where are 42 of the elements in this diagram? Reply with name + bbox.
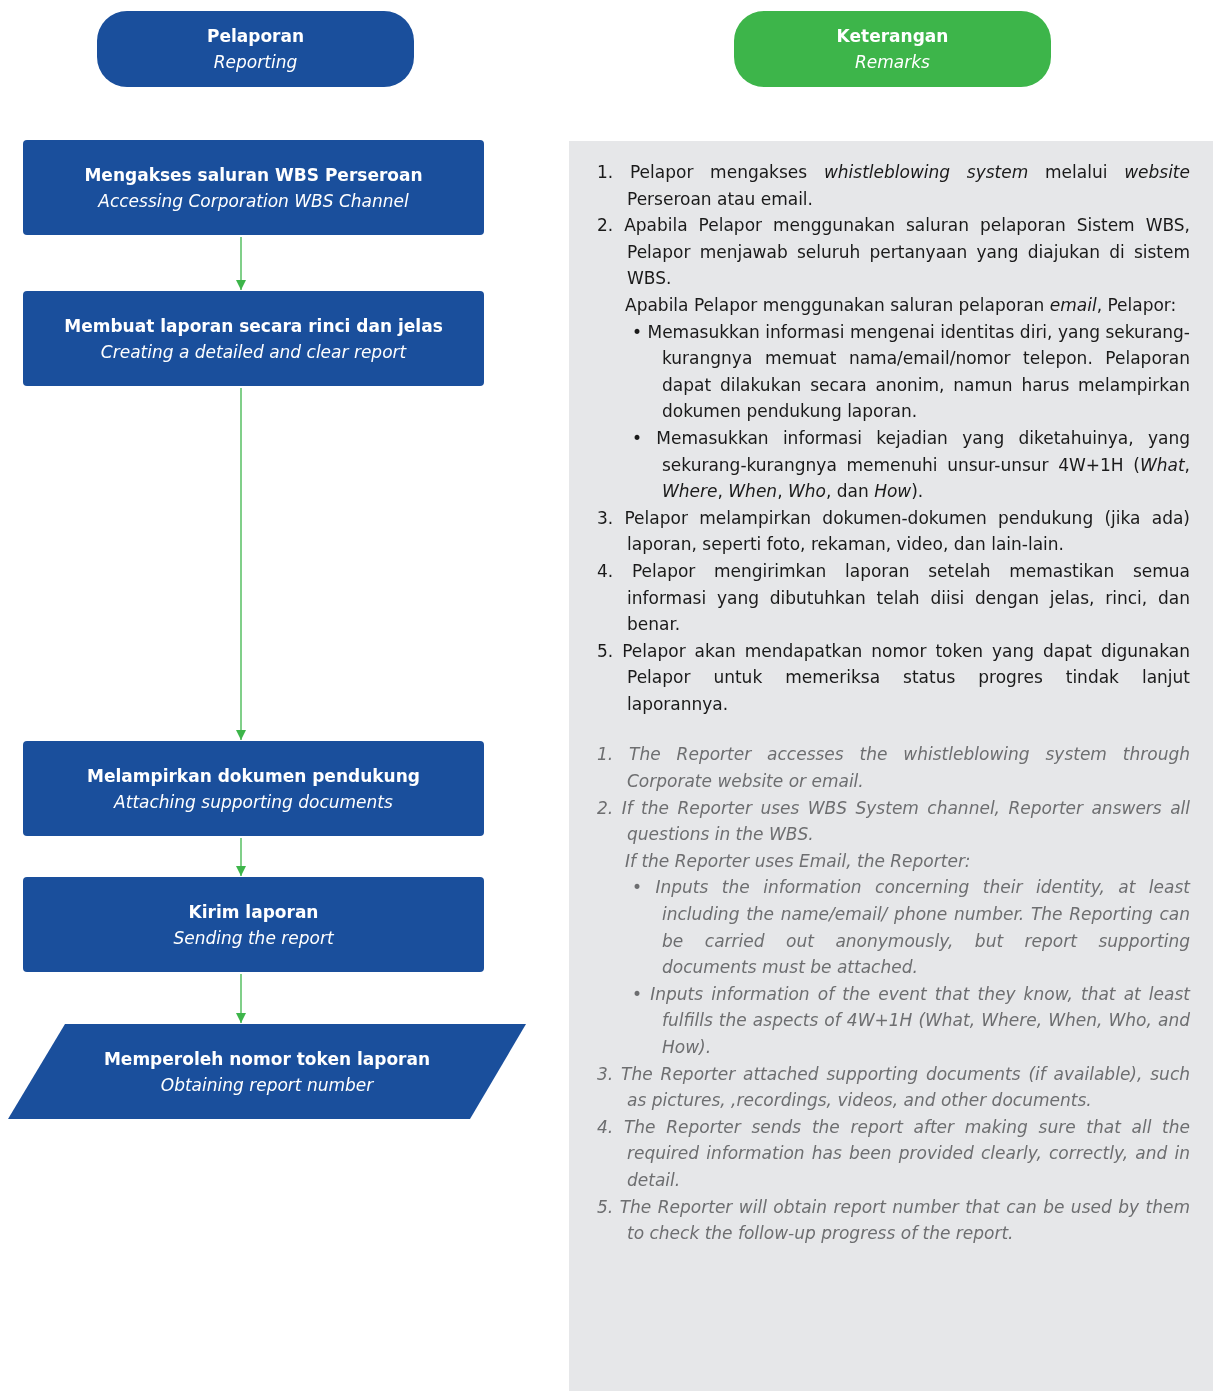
- step-title: Membuat laporan secara rinci dan jelas: [64, 314, 443, 338]
- step-subtitle: Creating a detailed and clear report: [100, 340, 407, 364]
- step-title: Mengakses saluran WBS Perseroan: [84, 163, 423, 187]
- remark-text: 1. Pelapor mengakses whistleblowing system melalui website Perseroan atau email.: [597, 161, 1190, 211]
- header-pill: [97, 11, 414, 87]
- step-title: Melampirkan dokumen pendukung: [87, 764, 420, 788]
- step-subtitle: Sending the report: [173, 926, 334, 950]
- process-box: [23, 291, 484, 386]
- header-pill: [734, 11, 1051, 87]
- step-subtitle: Reporting: [213, 51, 298, 74]
- remark-text-english: 3. The Reporter attached supporting documents (if available), such as pictures, ,recordings, videos, and other documents.: [597, 1062, 1190, 1113]
- remark-text: 4. Pelapor mengirimkan laporan setelah memastikan semua informasi yang dibutuhkan telah diisi dengan jelas, rinci, dan benar.: [597, 559, 1190, 637]
- remark-text-english: • Inputs information of the event that they know, that at least fulfills the aspects of 4W+1H (What, Where, When, Who, and How).: [631, 982, 1190, 1059]
- step-subtitle: Attaching supporting documents: [114, 790, 393, 814]
- step-title: Kirim laporan: [188, 900, 319, 924]
- remark-text: Apabila Pelapor menggunakan saluran pelaporan email, Pelapor:: [624, 293, 1178, 317]
- arrow: [236, 837, 246, 877]
- remark-text: • Memasukkan informasi kejadian yang diketahuinya, yang sekurang-kurangnya memenuhi unsur-unsur 4W+1H (What, Where, When, Who, dan How).: [631, 426, 1190, 504]
- step-subtitle: Remarks: [855, 51, 930, 74]
- remark-text: 2. Apabila Pelapor menggunakan saluran pelaporan Sistem WBS, Pelapor menjawab seluruh pertanyaan yang diajukan di sistem WBS.: [597, 214, 1190, 291]
- remark-text-english: 1. The Reporter accesses the whistleblowing system through Corporate website or email.: [597, 743, 1190, 794]
- step-subtitle: Obtaining report number: [160, 1073, 374, 1097]
- remark-text: 5. Pelapor akan mendapatkan nomor token yang dapat digunakan Pelapor untuk memeriksa status progres tindak lanjut laporannya.: [597, 639, 1190, 716]
- remark-text-english: 4. The Reporter sends the report after making sure that all the required information has been provided clearly, correctly, and in detail.: [597, 1115, 1190, 1192]
- process-box: [23, 877, 484, 972]
- arrow: [236, 973, 246, 1024]
- step-title: Pelaporan: [206, 25, 305, 48]
- arrow: [236, 236, 246, 291]
- step-title: Memperoleh nomor token laporan: [103, 1047, 431, 1071]
- remark-text-english: If the Reporter uses Email, the Reporter:: [624, 849, 972, 873]
- remark-text: 3. Pelapor melampirkan dokumen-dokumen pendukung (jika ada) laporan, seperti foto, rekaman, video, dan lain-lain.: [597, 506, 1190, 557]
- remark-text-english: 5. The Reporter will obtain report number that can be used by them to check the follow-up progress of the report.: [597, 1195, 1190, 1246]
- step-title: Keterangan: [836, 25, 949, 48]
- remark-text-english: • Inputs the information concerning their identity, at least including the name/email/ phone number. The Reporting can be carried out anonymously, but report supporting documents must be attached.: [631, 876, 1190, 980]
- process-box: [23, 741, 484, 836]
- remark-text: • Memasukkan informasi mengenai identitas diri, yang sekurang-kurangnya memuat nama/email/nomor telepon. Pelaporan dapat dilakukan secara anonim, namun harus melampirkan dokumen pendukung laporan.: [631, 320, 1190, 424]
- output-parallelogram: [8, 1024, 526, 1119]
- arrow: [236, 387, 246, 741]
- process-box: [23, 140, 484, 235]
- remarks-panel: [569, 141, 1213, 1391]
- remark-text-english: 2. If the Reporter uses WBS System channel, Reporter answers all questions in the WBS.: [597, 796, 1190, 847]
- step-subtitle: Accessing Corporation WBS Channel: [98, 189, 409, 213]
